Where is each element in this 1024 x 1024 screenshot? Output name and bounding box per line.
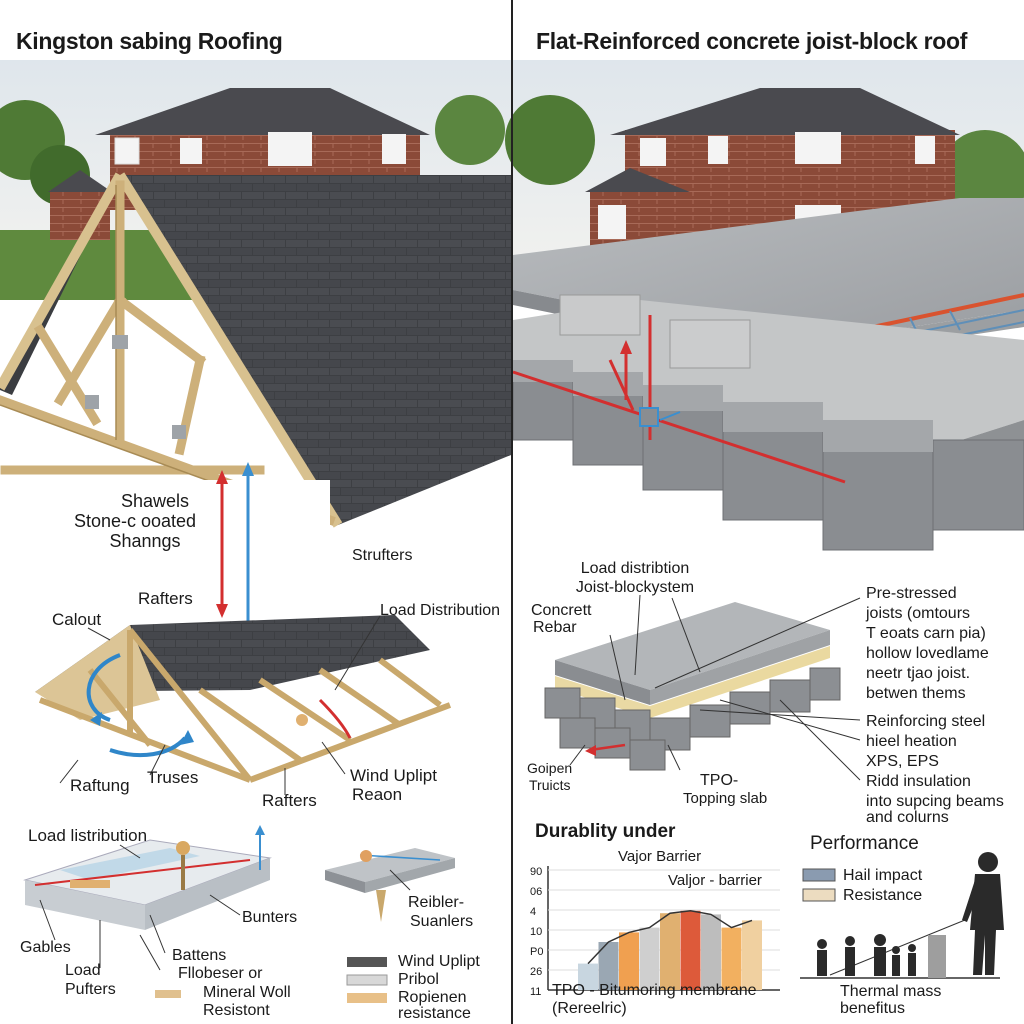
label-resistont: Resistont: [203, 1002, 270, 1019]
label-trusses: Truses: [147, 768, 199, 787]
performance-legend-hail: Hail impact: [843, 867, 923, 884]
label-joists: joists (omtours: [866, 605, 971, 622]
label-rafting: Raftung: [70, 776, 130, 795]
performance-title: Performance: [810, 833, 919, 854]
label-rafters-bottom: Rafters: [262, 791, 317, 810]
label-mineral: Mineral Woll: [203, 984, 291, 1001]
label-hieel: hieel heation: [866, 733, 957, 750]
label-load-distribtion: Load distribtion: [580, 560, 690, 577]
right-panel-title: Flat-Reinforced concrete joist-block roo…: [536, 28, 968, 54]
legend-ropienen: Ropienen: [398, 989, 467, 1006]
label-hollow: hollow lovedlame: [866, 645, 989, 662]
durability-bar: [619, 932, 639, 990]
label-calout: Calout: [52, 610, 102, 629]
legend-resistance: resistance: [398, 1005, 471, 1022]
label-stone-coated: Stone-c ooated: [73, 511, 197, 531]
durability-y-tick: 4: [530, 906, 537, 918]
label-load-distribution: Load Distribution: [380, 602, 501, 619]
label-tpo: TPO-: [700, 772, 739, 789]
label-suanlers: Suanlers: [410, 913, 474, 930]
label-rafters-top: Rafters: [138, 589, 193, 608]
durability-trend-line: [587, 910, 753, 965]
label-betwen: betwen thems: [866, 685, 966, 702]
durability-bar: [660, 913, 680, 990]
label-truicts: Truicts: [529, 777, 571, 793]
label-topping-slab: Topping slab: [683, 790, 768, 807]
label-load: Load: [65, 962, 101, 979]
performance-caption-2: benefitus: [840, 1000, 905, 1017]
label-joist-block: Joist-blockystem: [575, 579, 695, 596]
durability-y-tick: 90: [530, 866, 543, 878]
performance-caption-1: Thermal mass: [840, 983, 942, 1000]
durability-bar: [742, 920, 762, 990]
durability-y-tick: 11: [530, 986, 542, 998]
panel-divider: [511, 0, 513, 1024]
durability-title: Durablity under: [535, 821, 676, 842]
durability-bar: [721, 927, 742, 990]
label-reinforcing: Reinforcing steel: [866, 713, 986, 730]
label-wind-uplift: Wind Uplipt: [350, 766, 437, 785]
label-pre-stressed: Pre-stressed: [866, 585, 957, 602]
durability-y-tick: 26: [530, 966, 543, 978]
label-neetr: neetr tjao joist.: [866, 665, 971, 682]
durability-bars: [578, 910, 762, 990]
label-load-istribution: Load listribution: [28, 826, 148, 845]
label-bunters: Bunters: [242, 909, 298, 926]
durability-subtitle: Vajor Barrier: [618, 848, 702, 865]
label-pufters: Pufters: [65, 981, 116, 998]
durability-bar: [701, 914, 721, 990]
label-concrett: Concrett: [531, 602, 592, 619]
label-shanngs: Shanngs: [109, 531, 181, 551]
durability-y-tick: P0: [530, 946, 544, 958]
label-reaon: Reaon: [352, 785, 403, 804]
performance-legend-resistance: Resistance: [843, 887, 923, 904]
label-xps: XPS, EPS: [866, 753, 939, 770]
label-columns: and colurns: [866, 809, 949, 826]
label-reibler: Reibler-: [408, 894, 465, 911]
durability-bar: [578, 963, 598, 990]
durability-caption-2: (Rereelric): [552, 1000, 627, 1017]
label-flobeser: Fllobeser or: [178, 965, 263, 982]
label-shawels: Shawels: [120, 491, 190, 511]
left-panel-title: Kingston sabing Roofing: [16, 28, 283, 54]
label-strufters: Strufters: [352, 547, 413, 564]
legend-wind-uplift: Wind Uplipt: [398, 953, 480, 970]
label-into: into supcing beams: [866, 793, 1004, 810]
durability-caption-1: TPO - Bitumoring membrane: [552, 982, 757, 999]
label-goipen: Goipen: [527, 760, 573, 776]
label-rebar: Rebar: [533, 619, 577, 636]
durability-inner-label: Valjor - barrier: [668, 872, 762, 889]
durability-bar: [680, 910, 701, 990]
label-gables: Gables: [20, 939, 71, 956]
label-battens: Battens: [172, 947, 227, 964]
legend-pribol: Pribol: [398, 971, 439, 988]
label-ridd: Ridd insulation: [866, 773, 971, 790]
label-t-boats: T eoats carn pia): [866, 625, 986, 642]
durability-bar: [639, 927, 660, 990]
durability-y-tick: 10: [530, 926, 543, 938]
durability-bar: [598, 942, 619, 990]
durability-y-tick: 06: [530, 886, 543, 898]
